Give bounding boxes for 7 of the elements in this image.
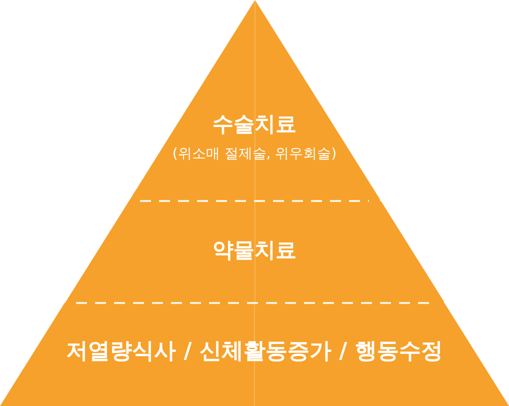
tier-title: 약물치료 [212, 238, 296, 264]
tier-title: 수술치료 [212, 112, 296, 138]
tier-subtitle: (위소매 절제술, 위우회술) [172, 146, 337, 163]
tier-title: 저열량식사 / 신체활동증가 / 행동수정 [66, 339, 443, 366]
pyramid-tier [128, 0, 380, 201]
pyramid-tier [64, 201, 444, 303]
pyramid-tier [0, 303, 509, 406]
